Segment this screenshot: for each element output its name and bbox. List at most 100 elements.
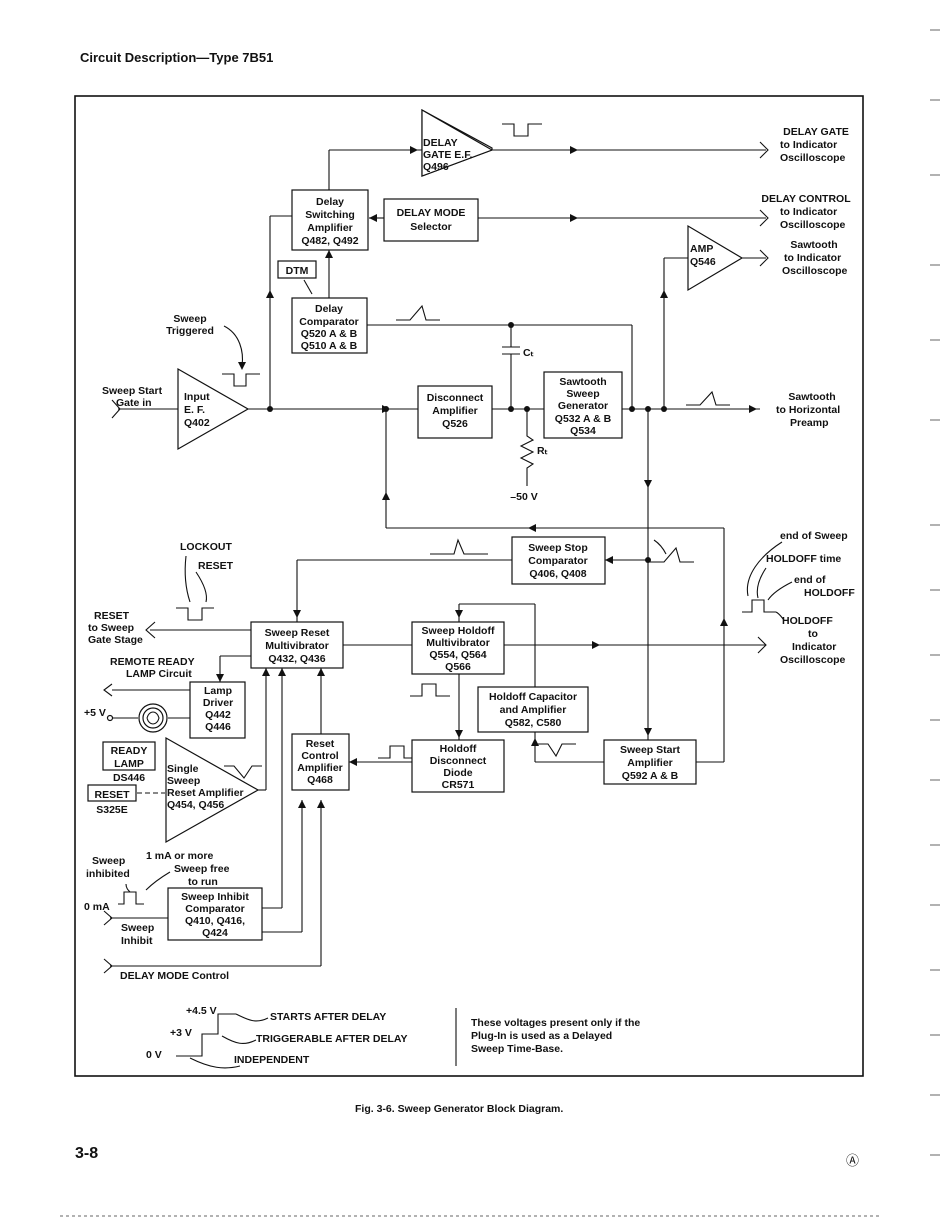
delay-mode-selector-line2: Selector [410, 221, 451, 233]
reset-sweep-gate-line1: RESET [94, 610, 130, 622]
end-of-holdoff-line1: end of [794, 574, 826, 586]
sweep-reset-multivibrator-block [250, 621, 344, 669]
remote-ready-line1: REMOTE READY [110, 656, 195, 668]
revision-mark: Ⓐ [846, 1153, 860, 1168]
sweep-reset-mv-line1: Sweep Reset [265, 627, 330, 639]
minus-50v-label: –50 V [510, 491, 537, 503]
sweep-triggered-line2: Triggered [166, 325, 214, 337]
single-sweep-line1: Single [167, 763, 199, 775]
reset-switch-label: RESET [94, 789, 130, 801]
sawtooth-indicator-line1: Sawtooth [790, 239, 837, 251]
ct-label: Cₜ [523, 347, 534, 359]
delay-comparator-line3: Q520 A & B [301, 328, 358, 340]
holdoff-out-line4: Oscilloscope [780, 654, 846, 666]
sweep-start-gate-line2: Gate in [116, 397, 152, 409]
sweep-triggered-line1: Sweep [173, 313, 206, 325]
sawtooth-sweep-generator-block [543, 371, 623, 439]
delay-comparator-line2: Comparator [299, 316, 359, 328]
sawtooth-indicator-line2: to Indicator [784, 252, 841, 264]
sweep-holdoff-mv-line4: Q566 [445, 661, 471, 673]
sweep-start-amp-line3: Q592 A & B [622, 770, 679, 782]
input-ef-block [177, 367, 250, 451]
delay-gate-out-line2: to Indicator [780, 139, 837, 151]
reset-control-line4: Q468 [307, 774, 333, 786]
amp-q546-block [687, 224, 744, 292]
holdoff-diode-line1: Holdoff [440, 743, 477, 755]
single-sweep-line4: Q454, Q456 [167, 799, 224, 811]
holdoff-diode-line2: Disconnect [430, 755, 487, 767]
sawtooth-gen-line2: Sweep [566, 388, 599, 400]
sweep-stop-line2: Comparator [528, 555, 588, 567]
sweep-inhibit-line3: Q410, Q416, [185, 915, 245, 927]
sawtooth-horizontal-line1: Sawtooth [788, 391, 835, 403]
delay-switching-line4: Q482, Q492 [301, 235, 358, 247]
page-number: 3-8 [75, 1145, 99, 1162]
sweep-stop-comparator-block [511, 536, 606, 585]
end-of-sweep-label: end of Sweep [780, 530, 848, 542]
sweep-inhibit-line1: Sweep Inhibit [181, 891, 249, 903]
sweep-free-line1: Sweep free [174, 863, 230, 875]
delay-control-out-line3: Oscilloscope [780, 219, 846, 231]
holdoff-out-line1: HOLDOFF [782, 615, 833, 627]
zero-ma-label: 0 mA [84, 901, 110, 913]
remote-ready-line2: LAMP Circuit [126, 668, 192, 680]
reset-sweep-gate-line3: Gate Stage [88, 634, 143, 646]
single-sweep-line3: Reset Amplifier [167, 787, 244, 799]
lamp-driver-line1: Lamp [204, 685, 232, 697]
figure-caption: Fig. 3-6. Sweep Generator Block Diagram. [355, 1103, 564, 1115]
sweep-holdoff-multivibrator-block [411, 621, 505, 675]
reset-control-line2: Control [301, 750, 338, 762]
holdoff-time-label: HOLDOFF time [766, 553, 841, 565]
input-ef-line3: Q402 [184, 417, 210, 429]
amp-q546-line1: AMP [690, 243, 713, 255]
margin-marks [60, 29, 940, 1217]
sweep-start-amplifier-block [603, 739, 697, 785]
delay-control-out-line2: to Indicator [780, 206, 837, 218]
sweep-inhibit-line2: Comparator [185, 903, 245, 915]
sweep-inhibit-label-line2: Inhibit [121, 935, 153, 947]
sweep-inhibit-label-line1: Sweep [121, 922, 154, 934]
sweep-inhibit-line4: Q424 [202, 927, 228, 939]
delay-switching-line3: Amplifier [307, 222, 353, 234]
legend-independent: INDEPENDENT [234, 1054, 310, 1066]
arrowheads [216, 146, 757, 808]
sawtooth-gen-line4: Q532 A & B [555, 413, 612, 425]
legend-starts-after-delay: STARTS AFTER DELAY [270, 1011, 386, 1023]
input-ef-line1: Input [184, 391, 210, 403]
input-ef-line2: E. F. [184, 404, 205, 416]
sawtooth-gen-line1: Sawtooth [559, 376, 606, 388]
legend-v0: 0 V [146, 1049, 162, 1061]
holdoff-cap-line3: Q582, C580 [505, 717, 562, 729]
delay-mode-voltage-legend [176, 1008, 457, 1069]
delay-switching-line2: Switching [305, 209, 355, 221]
sweep-inhibited-line1: Sweep [92, 855, 125, 867]
sawtooth-gen-line3: Generator [558, 400, 608, 412]
single-sweep-line2: Sweep [167, 775, 200, 787]
delay-control-out-line1: DELAY CONTROL [761, 193, 851, 205]
sweep-start-amp-line2: Amplifier [627, 757, 673, 769]
sweep-start-gate-line1: Sweep Start [102, 385, 163, 397]
disconnect-amplifier-block [417, 385, 493, 439]
delay-gate-ef-line1: DELAY [423, 137, 458, 149]
delay-gate-out-line3: Oscilloscope [780, 152, 846, 164]
plus-5v-label: +5 V [84, 707, 106, 719]
sweep-free-line2: to run [188, 876, 218, 888]
sawtooth-horizontal-line2: to Horizontal [776, 404, 840, 416]
holdoff-diode-line4: CR571 [442, 779, 475, 791]
holdoff-cap-line1: Holdoff Capacitor [489, 691, 577, 703]
sweep-holdoff-mv-line1: Sweep Holdoff [422, 625, 495, 637]
reset-label: RESET [198, 560, 234, 572]
sweep-holdoff-mv-line3: Q554, Q564 [429, 649, 486, 661]
sweep-inhibit-comparator-block [167, 887, 263, 941]
lockout-label: LOCKOUT [180, 541, 232, 553]
legend-v45: +4.5 V [186, 1005, 217, 1017]
legend-triggerable-after-delay: TRIGGERABLE AFTER DELAY [256, 1033, 407, 1045]
lamp-driver-line3: Q442 [205, 709, 231, 721]
diagram-frame [74, 95, 864, 1077]
delay-mode-selector-line1: DELAY MODE [397, 207, 466, 219]
reset-control-amplifier-block [291, 733, 350, 791]
reset-sweep-gate-line2: to Sweep [88, 622, 134, 634]
single-sweep-reset-amplifier-block [165, 736, 260, 844]
sweep-inhibited-line2: inhibited [86, 868, 130, 880]
